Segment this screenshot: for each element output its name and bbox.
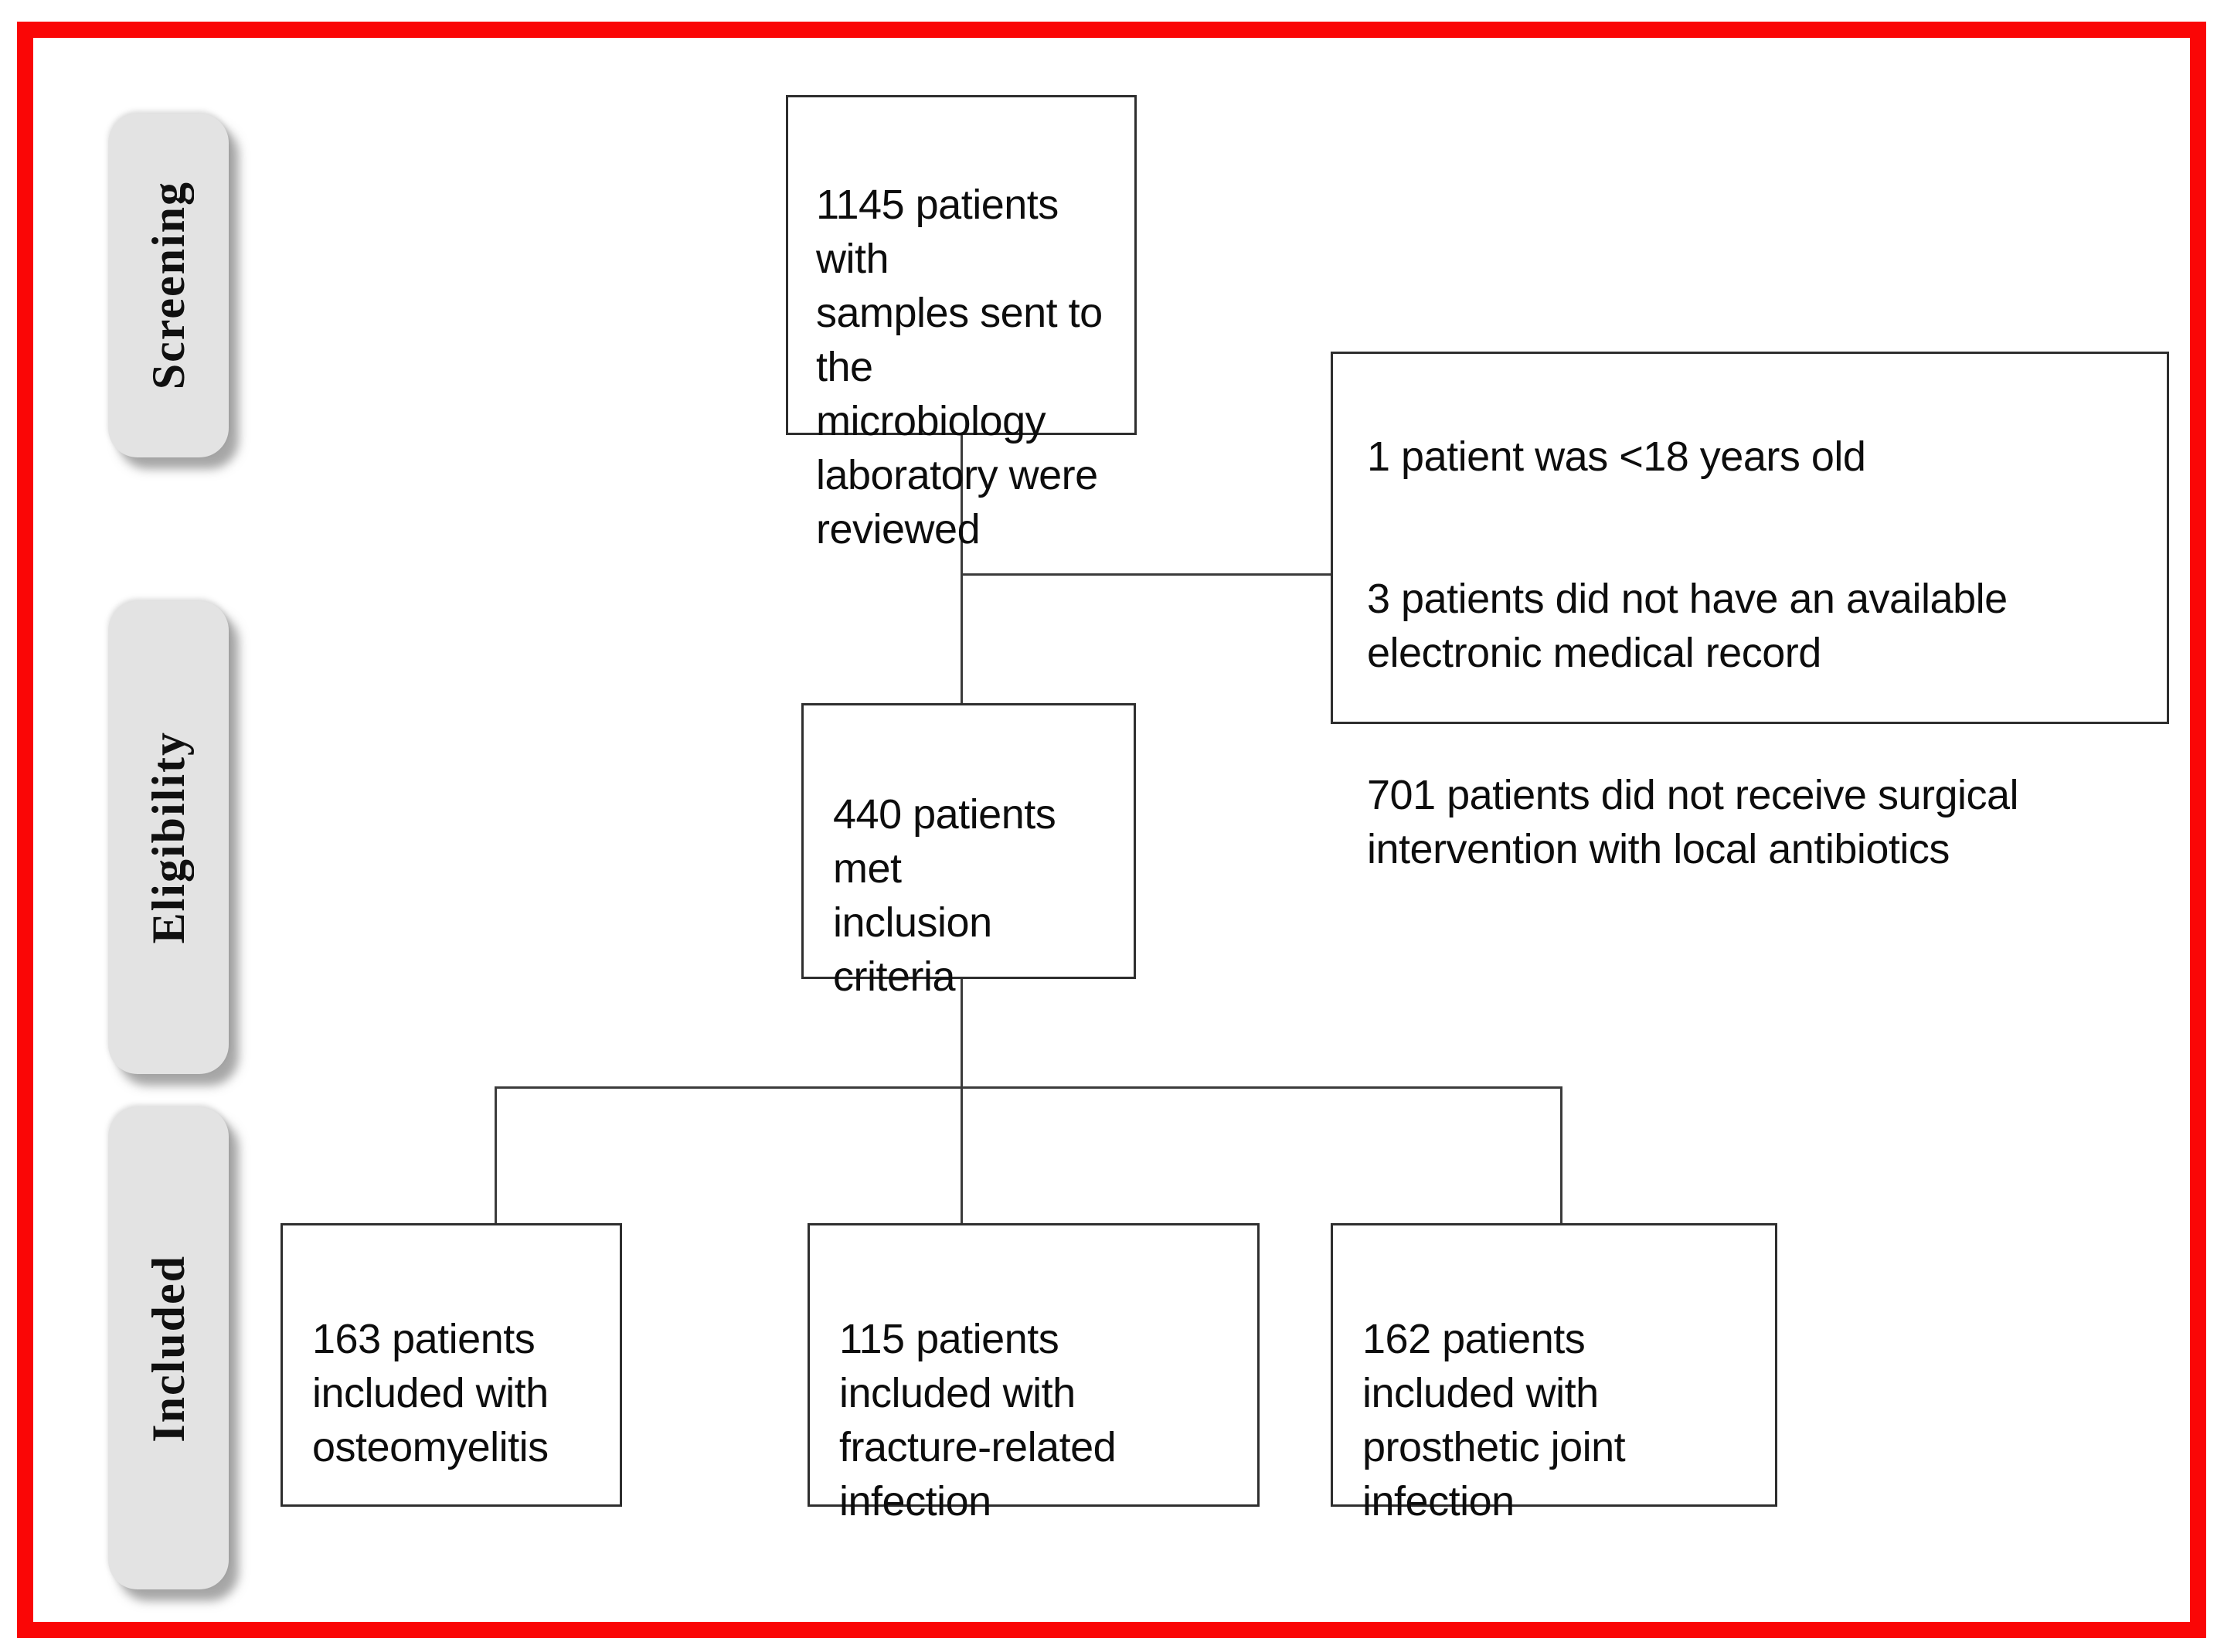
- excluded-item-age: 1 patient was <18 years old: [1367, 433, 1866, 480]
- box-included-prosthetic-joint-infection: 162 patients included with prosthetic jo…: [1331, 1223, 1777, 1525]
- connector-branch-right: [1560, 1086, 1562, 1225]
- connector-branch-left: [495, 1086, 497, 1225]
- connector-to-excluded-box: [961, 573, 1333, 576]
- stage-label-included: Included: [142, 1254, 194, 1443]
- figure-border: [17, 22, 2206, 1638]
- stage-ribbon-eligibility: Eligibility: [108, 601, 229, 1074]
- excluded-item-no-surgery: 701 patients did not receive surgical in…: [1367, 772, 2019, 872]
- stage-ribbon-screening: Screening: [108, 114, 229, 457]
- box-screened-text: 1145 patients with samples sent to the m…: [816, 182, 1103, 552]
- box-included-fracture-related-infection: 115 patients included with fracture-rela…: [808, 1223, 1260, 1525]
- box-exclusion-reasons: 1 patient was <18 years old 3 patients d…: [1331, 352, 2169, 872]
- box-met-inclusion-criteria: 440 patients met inclusion criteria: [801, 703, 1136, 1000]
- box-fracture-text: 115 patients included with fracture-rela…: [839, 1316, 1117, 1525]
- stage-label-screening: Screening: [142, 181, 194, 390]
- box-included-osteomyelitis: 163 patients included with osteomyelitis: [281, 1223, 622, 1507]
- stage-label-eligibility: Eligibility: [142, 731, 194, 944]
- box-osteomyelitis-text: 163 patients included with osteomyelitis: [312, 1316, 549, 1470]
- connector-branch-distribution: [495, 1086, 1562, 1089]
- stage-ribbon-included: Included: [108, 1107, 229, 1589]
- excluded-item-no-record: 3 patients did not have an available ele…: [1367, 576, 2008, 676]
- box-screened-patients: 1145 patients with samples sent to the m…: [786, 95, 1137, 552]
- box-eligible-text: 440 patients met inclusion criteria: [833, 791, 1056, 1000]
- box-prosthetic-text: 162 patients included with prosthetic jo…: [1362, 1316, 1626, 1525]
- connector-screened-to-eligible: [961, 435, 963, 703]
- connector-eligible-to-branches: [961, 979, 963, 1225]
